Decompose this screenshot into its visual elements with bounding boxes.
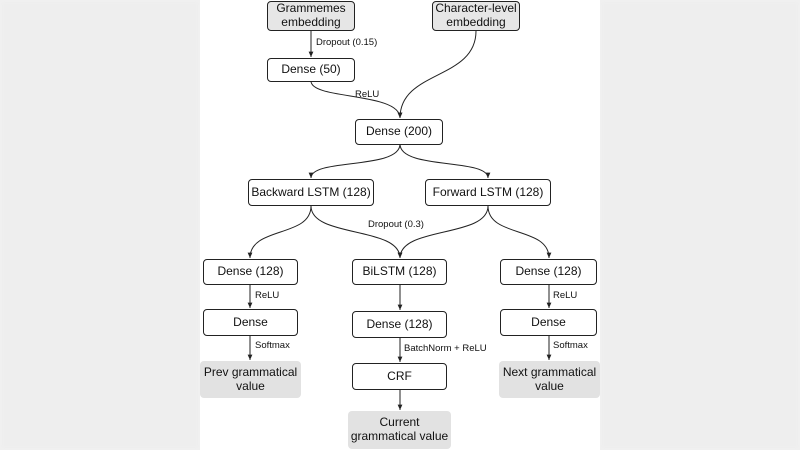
edge-forward-to-bilstm — [397, 205, 489, 259]
dense-left-node: Dense — [203, 309, 298, 336]
dense-128-center-node: Dense (128) — [352, 311, 447, 338]
edge-forward-to-dense128-right — [487, 205, 552, 259]
prev-grammatical-value-node: Prev grammatical value — [200, 361, 301, 398]
backward-lstm-node: Backward LSTM (128) — [248, 179, 374, 206]
edge-backward-to-dense128-left — [247, 205, 312, 259]
softmax-left-label: Softmax — [255, 340, 290, 351]
relu-top-label: ReLU — [355, 89, 380, 100]
crf-node: CRF — [352, 363, 447, 390]
dropout-03-label: Dropout (0.3) — [368, 219, 424, 230]
dense-right-node: Dense — [500, 309, 597, 336]
dense-200-node: Dense (200) — [355, 119, 443, 145]
edge-dense200-to-forward — [399, 143, 491, 179]
softmax-right-label: Softmax — [553, 340, 588, 351]
relu-left-label: ReLU — [255, 290, 280, 301]
bilstm-node: BiLSTM (128) — [352, 259, 447, 285]
dropout-015-label: Dropout (0.15) — [316, 37, 378, 48]
background-left — [0, 0, 200, 450]
dense-128-left-node: Dense (128) — [203, 259, 298, 285]
edge-backward-to-bilstm — [310, 205, 403, 259]
grammemes-embedding-node: Grammemes embedding — [267, 1, 355, 31]
edge-dense200-to-backward — [308, 143, 401, 179]
next-grammatical-value-node: Next grammatical value — [499, 361, 600, 398]
forward-lstm-node: Forward LSTM (128) — [425, 179, 551, 206]
character-embedding-node: Character-level embedding — [432, 1, 520, 31]
batchnorm-relu-label: BatchNorm + ReLU — [404, 343, 487, 354]
edge-dense50-to-dense200 — [310, 80, 403, 119]
current-grammatical-value-node: Current grammatical value — [348, 411, 451, 449]
background-right — [600, 0, 800, 450]
relu-right-label: ReLU — [553, 290, 578, 301]
edge-charembed-to-dense200 — [397, 30, 477, 119]
dense-50-node: Dense (50) — [267, 58, 355, 82]
dense-128-right-node: Dense (128) — [500, 259, 597, 285]
